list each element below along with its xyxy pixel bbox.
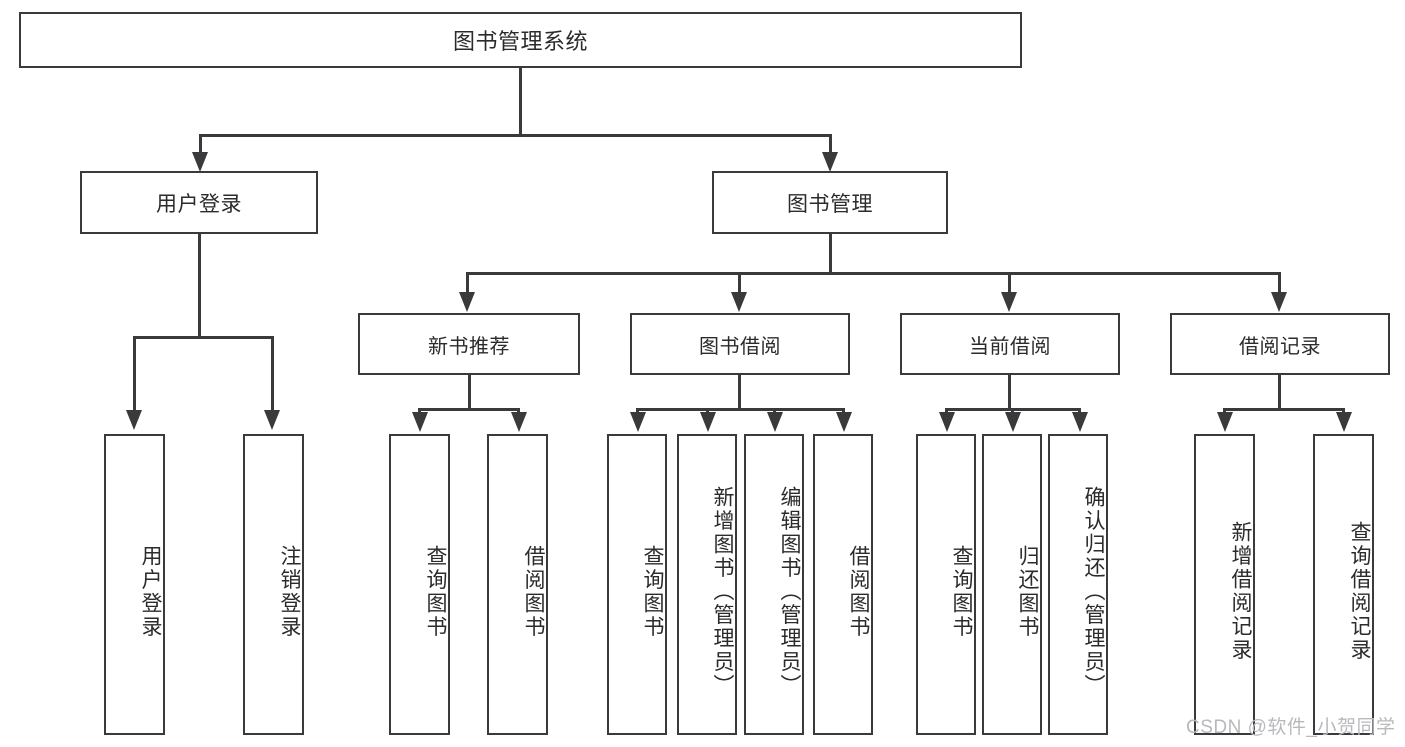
node-new-book-recommend[interactable]: 新书推荐 [358, 313, 580, 375]
leaf-return-book[interactable]: 归还图书 [982, 434, 1042, 735]
arrowhead-borrow-leaf3 [767, 412, 783, 432]
arrowhead-recommend-leaf2 [511, 412, 527, 432]
leaf-borrow-book-recommend-label: 借阅图书 [522, 544, 545, 639]
arrowhead-books-record [1271, 292, 1287, 312]
edge-books-bus [466, 272, 1280, 275]
node-new-book-recommend-label: 新书推荐 [428, 335, 510, 358]
edge-books-to-new [466, 272, 469, 295]
leaf-borrow-book-label: 借阅图书 [847, 544, 870, 639]
edge-login-stem [198, 234, 201, 338]
node-current-borrow[interactable]: 当前借阅 [900, 313, 1120, 375]
edge-books-to-borrow [738, 272, 741, 295]
arrowhead-record-leaf2 [1336, 412, 1352, 432]
arrowhead-login-leaf2 [264, 410, 280, 430]
node-user-login-label: 用户登录 [156, 192, 242, 216]
leaf-query-book-borrow[interactable]: 查询图书 [607, 434, 667, 735]
leaf-add-book-admin[interactable]: 新增图书（管理员） [677, 434, 737, 735]
leaf-confirm-return-admin-label: 确认归还（管理员） [1082, 485, 1105, 698]
leaf-query-book-current-label: 查询图书 [950, 544, 973, 639]
arrowhead-recommend-leaf1 [412, 412, 428, 432]
arrowhead-current-leaf2 [1005, 412, 1021, 432]
leaf-query-book-recommend[interactable]: 查询图书 [389, 434, 450, 735]
node-root-system[interactable]: 图书管理系统 [19, 12, 1022, 68]
edge-recommend-bus [418, 408, 520, 411]
node-book-management[interactable]: 图书管理 [712, 171, 948, 234]
arrowhead-borrow-leaf2 [700, 412, 716, 432]
node-book-management-label: 图书管理 [787, 192, 873, 216]
edge-login-to-leaf2 [271, 336, 274, 414]
leaf-user-login[interactable]: 用户登录 [104, 434, 165, 735]
arrowhead-books-borrow [731, 292, 747, 312]
leaf-return-book-label: 归还图书 [1016, 544, 1039, 639]
leaf-logout-label: 注销登录 [278, 544, 301, 639]
edge-borrow-stem [738, 375, 741, 410]
leaf-logout[interactable]: 注销登录 [243, 434, 304, 735]
leaf-query-borrow-record[interactable]: 查询借阅记录 [1313, 434, 1374, 735]
arrowhead-books-current [1001, 292, 1017, 312]
arrowhead-current-leaf3 [1072, 412, 1088, 432]
node-borrow-record-label: 借阅记录 [1239, 335, 1321, 358]
node-current-borrow-label: 当前借阅 [969, 335, 1051, 358]
leaf-add-borrow-record-label: 新增借阅记录 [1229, 521, 1252, 662]
arrowhead-root-to-login [192, 152, 208, 172]
edge-root-bus [199, 134, 832, 137]
arrowhead-root-to-books [822, 152, 838, 172]
leaf-add-book-admin-label: 新增图书（管理员） [711, 485, 734, 698]
edge-current-stem [1008, 375, 1011, 410]
leaf-query-book-borrow-label: 查询图书 [641, 544, 664, 639]
leaf-borrow-book-recommend[interactable]: 借阅图书 [487, 434, 548, 735]
edge-login-bus [133, 336, 273, 339]
watermark-text: CSDN @软件_小贺同学 [1186, 717, 1396, 738]
node-book-borrow-label: 图书借阅 [699, 335, 781, 358]
edge-books-to-current [1008, 272, 1011, 295]
edge-root-to-books [829, 134, 832, 156]
leaf-query-book-recommend-label: 查询图书 [424, 544, 447, 639]
leaf-user-login-label: 用户登录 [139, 544, 162, 639]
edge-root-stem [519, 68, 522, 136]
leaf-query-book-current[interactable]: 查询图书 [916, 434, 976, 735]
arrowhead-books-new [459, 292, 475, 312]
arrowhead-current-leaf1 [939, 412, 955, 432]
leaf-edit-book-admin-label: 编辑图书（管理员） [778, 485, 801, 698]
node-user-login[interactable]: 用户登录 [80, 171, 318, 234]
edge-books-stem [829, 233, 832, 274]
edge-login-to-leaf1 [133, 336, 136, 414]
node-book-borrow[interactable]: 图书借阅 [630, 313, 850, 375]
edge-books-to-record [1278, 272, 1281, 295]
edge-record-stem [1278, 375, 1281, 410]
leaf-confirm-return-admin[interactable]: 确认归还（管理员） [1048, 434, 1108, 735]
arrowhead-login-leaf1 [126, 410, 142, 430]
arrowhead-borrow-leaf1 [630, 412, 646, 432]
node-borrow-record[interactable]: 借阅记录 [1170, 313, 1390, 375]
node-root-label: 图书管理系统 [452, 29, 588, 54]
leaf-borrow-book[interactable]: 借阅图书 [813, 434, 873, 735]
edge-borrow-bus [636, 408, 843, 411]
edge-root-to-login [199, 134, 202, 156]
arrowhead-borrow-leaf4 [836, 412, 852, 432]
arrowhead-record-leaf1 [1217, 412, 1233, 432]
leaf-edit-book-admin[interactable]: 编辑图书（管理员） [744, 434, 804, 735]
leaf-query-borrow-record-label: 查询借阅记录 [1348, 521, 1371, 662]
edge-record-bus [1223, 408, 1345, 411]
edge-recommend-stem [468, 375, 471, 410]
leaf-add-borrow-record[interactable]: 新增借阅记录 [1194, 434, 1255, 735]
